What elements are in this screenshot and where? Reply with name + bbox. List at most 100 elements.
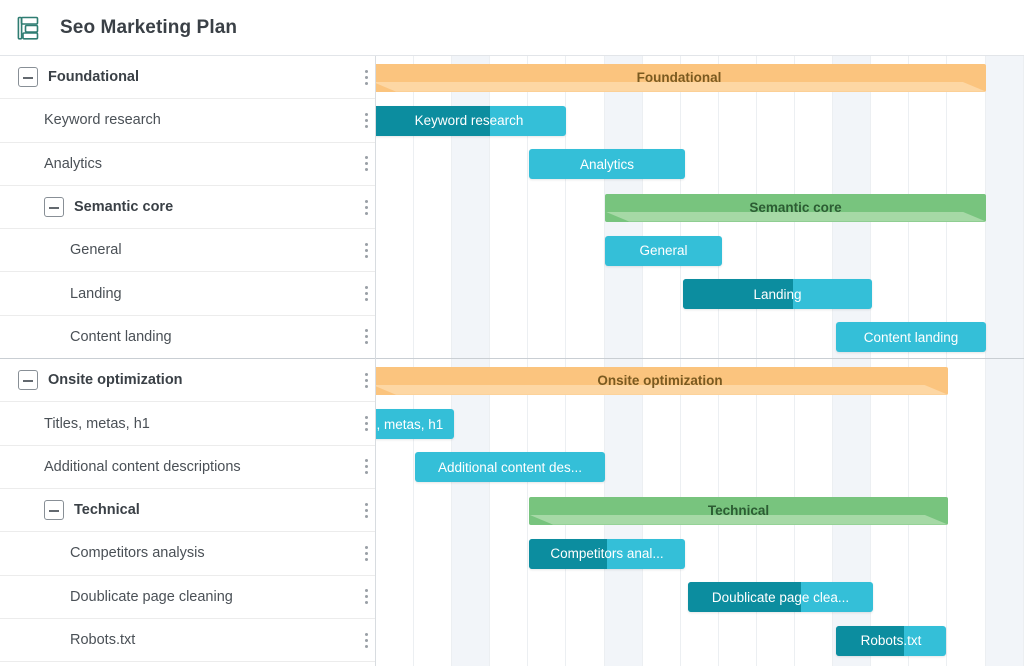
gantt-summary-bar[interactable]: Semantic core xyxy=(605,193,986,222)
collapse-toggle-icon[interactable] xyxy=(18,67,38,88)
gantt-bars-icon xyxy=(17,16,39,40)
task-label: Analytics xyxy=(44,155,103,172)
grid-column xyxy=(719,56,757,666)
gantt-task-bar[interactable]: Titles, metas, h1 xyxy=(376,409,454,440)
task-bar-label: Competitors anal... xyxy=(550,546,664,562)
kebab-menu-icon[interactable] xyxy=(357,142,375,185)
task-row[interactable]: Titles, metas, h1 xyxy=(0,402,375,446)
gantt-row xyxy=(376,532,1024,575)
task-row[interactable]: Analytics xyxy=(0,142,375,186)
task-label: Technical xyxy=(74,502,140,519)
task-bar-label: Analytics xyxy=(579,156,635,172)
task-row-content: Content landing xyxy=(0,329,357,345)
gantt-task-bar[interactable]: Keyword research xyxy=(376,105,566,136)
task-row[interactable]: Competitors analysis xyxy=(0,532,375,576)
collapse-toggle-icon[interactable] xyxy=(44,197,64,218)
task-label: Competitors analysis xyxy=(70,545,205,562)
kebab-menu-icon[interactable] xyxy=(357,99,375,142)
kebab-menu-icon[interactable] xyxy=(357,575,375,618)
collapse-toggle-icon[interactable] xyxy=(44,500,64,521)
task-label: Foundational xyxy=(48,69,140,86)
app-header: Seo Marketing Plan xyxy=(0,0,1024,56)
grid-column xyxy=(757,56,796,666)
kebab-menu-icon[interactable] xyxy=(357,489,375,532)
kebab-menu-icon[interactable] xyxy=(357,445,375,488)
task-row-content: Technical xyxy=(0,500,357,521)
summary-bar-chevron xyxy=(376,385,948,395)
gantt-task-bar[interactable]: Content landing xyxy=(836,322,986,353)
task-bar-label: Content landing xyxy=(863,329,959,345)
kebab-menu-icon[interactable] xyxy=(357,359,375,402)
gantt-task-bar[interactable]: Analytics xyxy=(529,149,685,180)
task-row[interactable]: Doublicate page cleaning xyxy=(0,575,375,619)
task-bar-label: Landing xyxy=(753,286,802,302)
gantt-row xyxy=(376,316,1024,360)
task-row[interactable]: Keyword research xyxy=(0,99,375,143)
kebab-menu-icon[interactable] xyxy=(357,315,375,358)
gantt-summary-bar[interactable]: Foundational xyxy=(376,63,986,92)
task-row[interactable]: Semantic core xyxy=(0,185,375,230)
task-row[interactable]: Technical xyxy=(0,489,375,533)
task-row[interactable]: Robots.txt xyxy=(0,618,375,663)
summary-bar-label: Onsite optimization xyxy=(597,373,723,389)
gantt-task-bar[interactable]: Robots.txt xyxy=(836,625,946,656)
task-label: Keyword research xyxy=(44,112,161,129)
task-row-content: Onsite optimization xyxy=(0,370,357,391)
summary-bar-label: Semantic core xyxy=(749,200,842,216)
task-row-content: Keyword research xyxy=(0,112,357,128)
task-row-content: Analytics xyxy=(0,156,357,172)
kebab-menu-icon[interactable] xyxy=(357,229,375,272)
grid-column xyxy=(871,56,910,666)
gantt-row xyxy=(376,143,1024,186)
gantt-task-bar[interactable]: Competitors anal... xyxy=(529,538,685,569)
gantt-task-bar[interactable]: General xyxy=(605,235,722,266)
grid-column xyxy=(567,56,605,666)
kebab-menu-icon[interactable] xyxy=(357,56,375,99)
grid-column xyxy=(452,56,491,666)
summary-bar-chevron xyxy=(605,212,986,222)
gantt-summary-bar[interactable]: Onsite optimization xyxy=(376,366,948,395)
task-label: Doublicate page cleaning xyxy=(70,588,233,605)
task-bar-label: Additional content des... xyxy=(437,459,583,475)
grid-column xyxy=(528,56,567,666)
task-progress-fill xyxy=(836,625,905,656)
task-bar-label: Robots.txt xyxy=(860,633,922,649)
grid-column xyxy=(681,56,719,666)
task-row-content: General xyxy=(0,242,357,258)
task-row[interactable]: Onsite optimization xyxy=(0,359,375,403)
collapse-toggle-icon[interactable] xyxy=(18,370,38,391)
grid-column xyxy=(490,56,529,666)
task-row-content: Landing xyxy=(0,286,357,302)
task-row[interactable]: Content landing xyxy=(0,315,375,360)
task-progress-fill xyxy=(376,105,491,136)
task-bar-label: Keyword research xyxy=(414,113,524,129)
grid-column xyxy=(643,56,681,666)
task-row-content: Competitors analysis xyxy=(0,545,357,561)
task-row-content: Semantic core xyxy=(0,197,357,218)
task-row[interactable]: Landing xyxy=(0,272,375,316)
kebab-menu-icon[interactable] xyxy=(357,618,375,661)
kebab-menu-icon[interactable] xyxy=(357,185,375,228)
task-row[interactable]: General xyxy=(0,229,375,273)
kebab-menu-icon[interactable] xyxy=(357,532,375,575)
kebab-menu-icon[interactable] xyxy=(357,402,375,445)
gantt-task-bar[interactable]: Doublicate page clea... xyxy=(688,582,873,613)
task-progress-fill xyxy=(529,538,607,569)
grid-column xyxy=(414,56,453,666)
task-row[interactable]: Foundational xyxy=(0,56,375,100)
task-row[interactable]: Additional content descriptions xyxy=(0,445,375,489)
kebab-menu-icon[interactable] xyxy=(357,272,375,315)
task-label: Onsite optimization xyxy=(48,372,183,389)
page-title: Seo Marketing Plan xyxy=(60,16,238,38)
grid-column xyxy=(909,56,948,666)
task-row-content: Additional content descriptions xyxy=(0,459,357,475)
gantt-task-bar[interactable]: Additional content des... xyxy=(415,452,605,483)
task-row-content: Foundational xyxy=(0,67,357,88)
gantt-task-bar[interactable]: Landing xyxy=(683,279,872,310)
grid-column xyxy=(948,56,986,666)
gantt-summary-bar[interactable]: Technical xyxy=(529,496,948,525)
